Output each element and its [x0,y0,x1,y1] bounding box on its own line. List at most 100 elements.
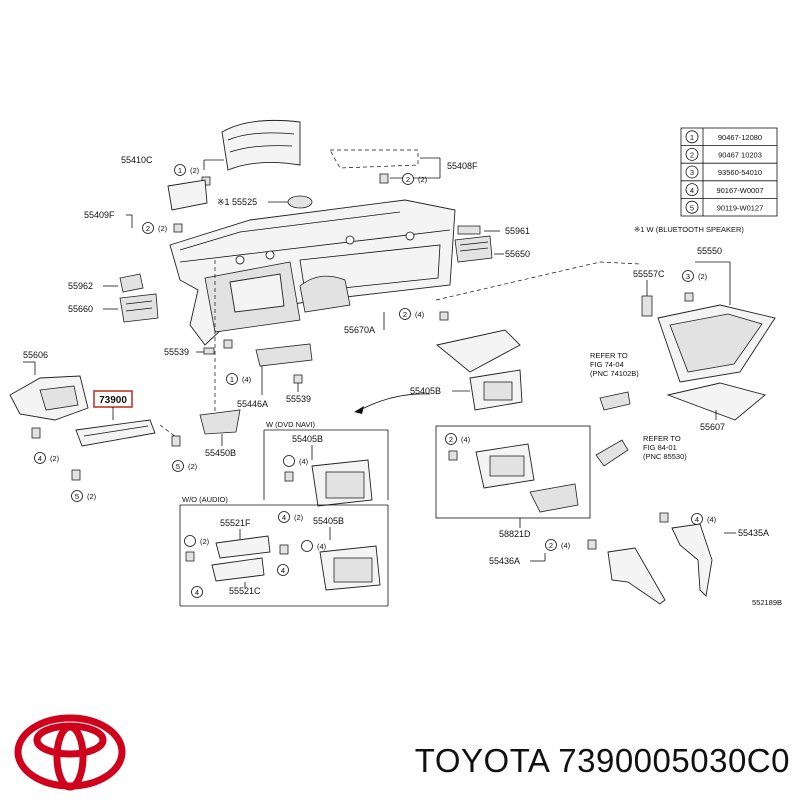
callout-73900: 73900 [99,395,127,406]
center-box-58821d: 2 (4) 58821D [435,425,591,539]
callout-55660: 55660 [68,304,93,314]
table-num-4: 4 [690,186,694,195]
svg-text:2: 2 [403,310,407,319]
center-bezel-55405b: 55405B [410,329,523,411]
svg-text:5: 5 [75,492,79,501]
callout-55607: 55607 [700,422,725,432]
svg-text:(4): (4) [561,541,571,550]
svg-text:(2): (2) [418,175,428,184]
callout-55961: 55961 [505,226,530,236]
svg-text:2: 2 [146,224,150,233]
svg-text:(2): (2) [50,454,60,463]
callout-55521f: 55521F [220,518,251,528]
instrument-panel [169,199,456,346]
callout-55550: 55550 [697,246,722,256]
meter-hood-55410c: 1 (2) 55410C [121,119,301,186]
svg-text:1: 1 [178,166,182,175]
center-lower-parts: 55539 55539 1 (4) 55446A 55450B [164,260,313,458]
svg-text:(2): (2) [87,492,97,501]
callout-55606: 55606 [23,350,48,360]
callout-55557c: 55557C [633,269,665,279]
callout-55539-b: 55539 [286,394,311,404]
svg-text:(2): (2) [188,462,198,471]
highlighted-part-73900: 73900 4 (2) 5 (2) 5 (2) [34,390,198,502]
svg-text:4: 4 [281,566,285,575]
table-num-2: 2 [690,151,694,160]
svg-text:(4): (4) [415,310,425,319]
table-num-3: 3 [690,168,694,177]
glove-box-55550: 3 (2) 55550 55557C 55607 [435,246,776,432]
svg-text:(4): (4) [242,375,252,384]
svg-text:5: 5 [176,462,180,471]
callout-55405b-navi: 55405B [292,434,323,444]
svg-text:2: 2 [449,435,453,444]
svg-text:2: 2 [549,541,553,550]
variant-box-wo-audio: W/O (AUDIO) 55521F (2) 4 55521C 4 (2) 55… [179,495,389,607]
table-part-2: 90467 10203 [718,151,762,160]
lower-left-panel-55606: 55606 [9,350,89,439]
callout-55450b: 55450B [205,448,236,458]
side-trim-55436a: 2 (4) 55436A [489,539,666,605]
svg-text:1: 1 [230,375,234,384]
brand-part-number: TOYOTA 7390005030C0 [414,742,790,779]
callout-55408f: 55408F [447,161,478,171]
vent-left: 55962 55660 [68,273,159,323]
svg-text:(2): (2) [294,513,304,522]
svg-text:(4): (4) [707,515,717,524]
svg-text:(PNC 74102B): (PNC 74102B) [590,369,639,378]
svg-text:(4): (4) [299,457,309,466]
callout-55670a: 55670A [344,325,375,335]
upper-panel-55408f: 2 (2) 55408F [329,149,478,185]
callout-55405b-audio: 55405B [313,516,344,526]
speaker-55525: ※1 55525 [217,195,313,209]
svg-text:(2): (2) [158,224,168,233]
fastener-table: 1 2 3 4 5 90467-12080 90467 10203 93560-… [634,127,778,234]
table-part-4: 90167-W0007 [716,186,763,195]
variant-box-dvd-navi: W (DVD NAVI) 55405B (4) [263,393,431,507]
svg-text:REFER TO: REFER TO [590,351,628,360]
callout-55436a: 55436A [489,556,520,566]
label-wo-audio: W/O (AUDIO) [182,495,228,504]
figure-code: 552189B [752,598,782,607]
svg-text:4: 4 [38,454,42,463]
callout-55650: 55650 [505,249,530,259]
bracket-55670a: 2 (4) 55670A [344,308,449,335]
table-note: ※1 W (BLUETOOTH SPEAKER) [634,225,744,234]
panel-55409f: 2 (2) 55409F [84,179,208,234]
callout-55409f: 55409F [84,210,115,220]
parts-diagram: 1 2 3 4 5 90467-12080 90467 10203 93560-… [9,119,782,607]
svg-text:4: 4 [282,513,286,522]
label-dvd-navi: W (DVD NAVI) [266,420,316,429]
callout-55521c: 55521C [229,586,261,596]
svg-text:FIG 74-04: FIG 74-04 [590,360,624,369]
callout-55405b-top: 55405B [410,386,441,396]
table-num-1: 1 [690,133,694,142]
svg-text:(PNC 85530): (PNC 85530) [643,452,687,461]
svg-text:(4): (4) [317,542,327,551]
vent-right: 55961 55650 [454,225,530,263]
callout-55525: ※1 55525 [217,197,257,207]
svg-text:4: 4 [195,588,199,597]
svg-text:4: 4 [695,515,699,524]
callout-55410c: 55410C [121,155,153,165]
callout-58821d: 58821D [499,529,531,539]
table-part-1: 90467-12080 [718,133,762,142]
svg-text:(4): (4) [461,435,471,444]
svg-text:FIG 84-01: FIG 84-01 [643,443,677,452]
table-part-5: 90119-W0127 [717,203,764,212]
svg-text:REFER TO: REFER TO [643,434,681,443]
callout-55435a: 55435A [738,528,769,538]
svg-text:(2): (2) [190,166,200,175]
svg-text:(2): (2) [698,272,708,281]
refer-note-2: REFER TO FIG 84-01 (PNC 85530) [595,434,687,467]
callout-55446a: 55446A [237,399,268,409]
toyota-emblem-icon [14,714,126,791]
callout-55962: 55962 [68,281,93,291]
refer-note-1: REFER TO FIG 74-04 (PNC 74102B) [590,351,639,411]
svg-text:3: 3 [686,272,690,281]
svg-text:2: 2 [406,175,410,184]
side-trim-55435a: 4 (4) 55435A [659,512,769,597]
callout-55539-a: 55539 [164,347,189,357]
svg-text:(2): (2) [200,537,210,546]
table-part-3: 93560-54010 [718,168,762,177]
